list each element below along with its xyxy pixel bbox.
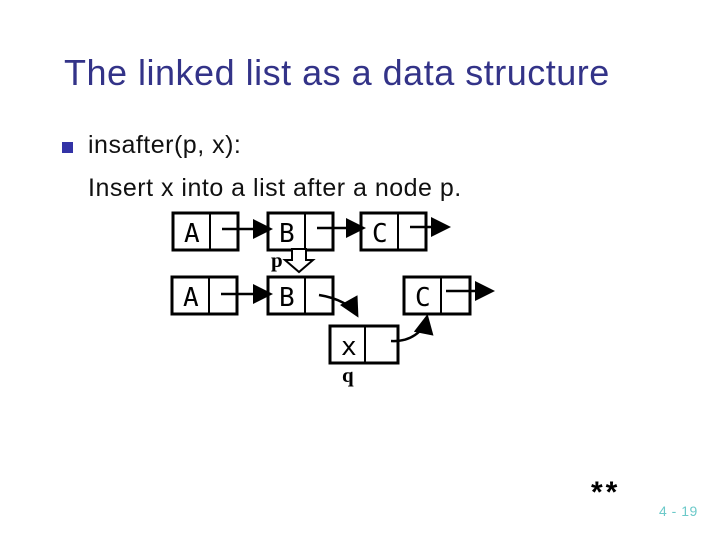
node-label: C <box>415 283 431 313</box>
p-pointer-label: p <box>271 248 283 272</box>
node-after-b: B <box>266 275 335 316</box>
node-label: x <box>341 332 357 362</box>
node-label: B <box>279 283 295 313</box>
bullet-square-icon <box>62 142 73 153</box>
node-after-a: A <box>170 275 239 316</box>
hollow-down-arrow-icon <box>282 248 316 274</box>
node-label: A <box>183 283 199 313</box>
q-pointer-label: q <box>342 363 354 387</box>
bullet-heading: insafter(p, x): <box>88 131 242 159</box>
list-before-row: A B C <box>171 211 451 252</box>
page-number: 4 - 19 <box>659 503 698 519</box>
node-after-c: C <box>402 275 472 316</box>
node-inserted-x: x <box>328 324 400 365</box>
bullet-body: Insert x into a list after a node p. <box>88 174 462 202</box>
node-before-a: A <box>171 211 240 252</box>
node-label: A <box>184 219 200 249</box>
slide-title: The linked list as a data structure <box>64 52 610 93</box>
arrow-x-to-c <box>390 314 434 343</box>
footnote-marker: ** <box>591 476 621 509</box>
node-label: C <box>372 219 388 249</box>
arrow-b-to-x <box>318 293 359 318</box>
list-after-row: A B C <box>170 275 495 343</box>
node-label: B <box>279 219 295 249</box>
node-before-b: B <box>266 211 335 252</box>
node-before-c: C <box>359 211 428 252</box>
